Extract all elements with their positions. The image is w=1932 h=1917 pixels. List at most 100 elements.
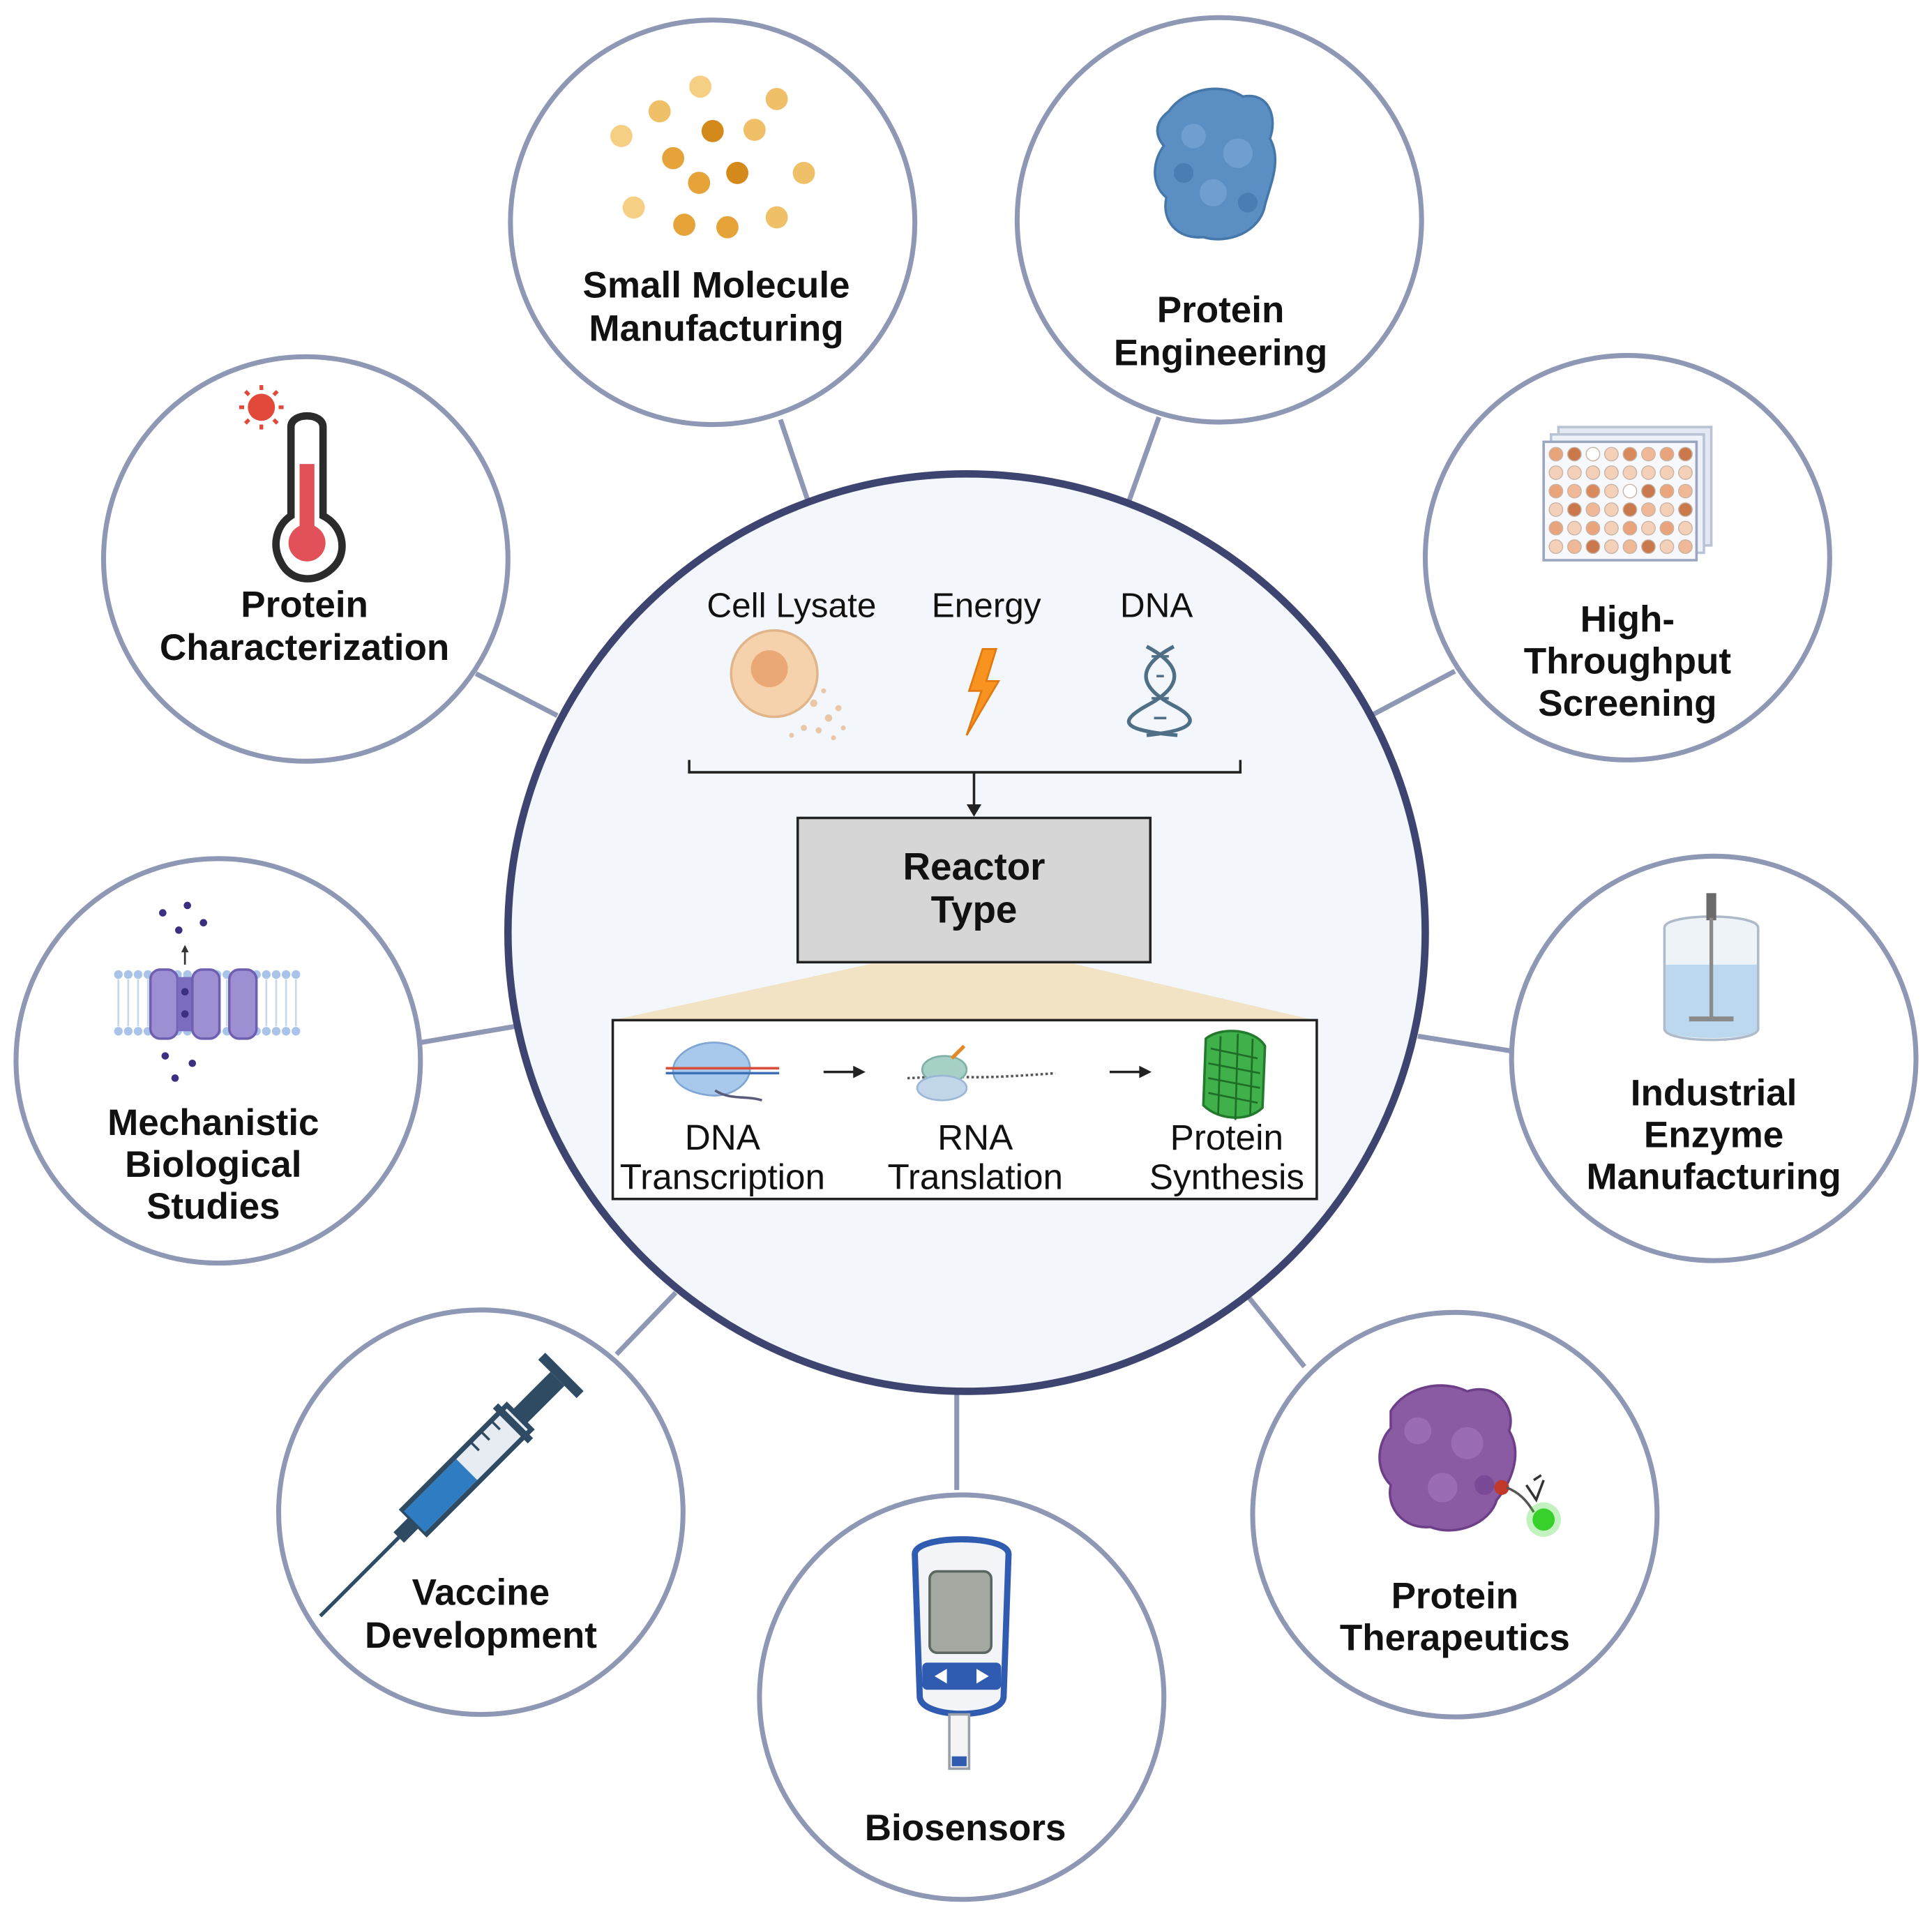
well	[1603, 502, 1619, 517]
well	[1567, 539, 1582, 555]
well	[1640, 446, 1656, 462]
well	[1678, 539, 1693, 555]
well	[1603, 446, 1619, 462]
well	[1603, 520, 1619, 536]
lipid-head	[114, 970, 123, 979]
app-label-small-molecule-1: Small Molecule	[583, 265, 850, 306]
arrow-down-icon	[966, 804, 982, 817]
lipid-head	[271, 1027, 281, 1036]
lightning-icon	[965, 647, 1001, 736]
well	[1548, 483, 1564, 499]
lipid-head	[292, 1027, 301, 1036]
app-label-vaccine-1: Vaccine	[412, 1572, 550, 1613]
app-label-protein-therapeutics-1: Protein	[1391, 1576, 1519, 1617]
app-label-protein-engineering-2: Engineering	[1114, 333, 1327, 374]
step-label-transcription-2: Transcription	[620, 1157, 825, 1197]
well	[1548, 465, 1564, 480]
reactor-zoom-funnel	[612, 963, 1315, 1021]
well	[1567, 465, 1582, 480]
step-arrow-2	[1109, 1065, 1152, 1078]
well	[1659, 520, 1675, 536]
well	[1659, 446, 1675, 462]
well	[1548, 520, 1564, 536]
glucose-meter-icon	[912, 1536, 1012, 1771]
green-protein-icon	[1202, 1030, 1267, 1120]
well	[1678, 502, 1693, 517]
therapeutic-protein-icon	[1378, 1384, 1561, 1538]
step-arrow-1	[823, 1065, 866, 1078]
app-circle-industrial-enzyme	[1509, 853, 1919, 1263]
well	[1659, 539, 1675, 555]
app-label-small-molecule-2: Manufacturing	[589, 308, 843, 349]
well	[1622, 502, 1638, 517]
app-label-protein-characterization-2: Characterization	[160, 627, 449, 668]
lipid-head	[262, 1027, 271, 1036]
lipid-head	[133, 970, 143, 979]
sun-icon	[239, 385, 284, 430]
well	[1567, 446, 1582, 462]
well	[1603, 465, 1619, 480]
well	[1640, 483, 1656, 499]
well	[1585, 502, 1601, 517]
lipid-head	[262, 970, 271, 979]
well	[1622, 520, 1638, 536]
well	[1678, 446, 1693, 462]
reactor-label-line2: Type	[931, 888, 1018, 931]
well	[1548, 446, 1564, 462]
transcription-icon	[665, 1042, 780, 1102]
well	[1567, 520, 1582, 536]
bioreactor-icon	[1663, 893, 1760, 1042]
well	[1603, 483, 1619, 499]
well	[1678, 483, 1693, 499]
small-molecules-icon	[610, 75, 815, 239]
well	[1585, 446, 1601, 462]
well	[1567, 483, 1582, 499]
lipid-head	[281, 970, 291, 979]
input-label-cell-lysate: Cell Lysate	[707, 586, 876, 624]
connector-lines	[421, 416, 1512, 1490]
app-circle-vaccine	[276, 1307, 686, 1717]
well	[1585, 465, 1601, 480]
lipid-head	[183, 970, 192, 979]
well	[1585, 539, 1601, 555]
app-label-mechanistic-1: Mechanistic	[107, 1102, 319, 1143]
well	[1640, 539, 1656, 555]
app-label-high-throughput-2: Throughput	[1524, 641, 1731, 682]
well	[1640, 465, 1656, 480]
well	[1548, 502, 1564, 517]
well	[1659, 483, 1675, 499]
well	[1622, 465, 1638, 480]
well	[1640, 520, 1656, 536]
app-label-vaccine-2: Development	[365, 1615, 597, 1656]
app-label-high-throughput-1: High-	[1580, 599, 1675, 640]
app-label-industrial-enzyme-2: Enzyme	[1644, 1114, 1783, 1155]
well	[1659, 502, 1675, 517]
step-label-synthesis-1: Protein	[1170, 1118, 1283, 1157]
step-label-translation-1: RNA	[937, 1118, 1013, 1157]
well	[1622, 446, 1638, 462]
thermometer-icon	[239, 385, 346, 582]
app-label-protein-therapeutics-2: Therapeutics	[1340, 1618, 1570, 1659]
syringe-icon	[319, 1353, 584, 1618]
ribosome-icon	[907, 1044, 1056, 1102]
app-label-protein-characterization-1: Protein	[241, 584, 368, 625]
well-grid	[1548, 446, 1693, 555]
input-label-energy: Energy	[932, 586, 1041, 624]
well	[1585, 520, 1601, 536]
step-label-transcription-1: DNA	[685, 1118, 761, 1157]
app-label-industrial-enzyme-3: Manufacturing	[1587, 1157, 1841, 1198]
app-label-biosensors: Biosensors	[865, 1807, 1066, 1849]
membrane-channel-icon	[114, 901, 301, 1082]
lipid-head	[281, 1027, 291, 1036]
well	[1622, 483, 1638, 499]
protein-structure-icon	[1154, 87, 1277, 241]
well	[1678, 520, 1693, 536]
reactor-label-line1: Reactor	[903, 845, 1045, 888]
well	[1640, 502, 1656, 517]
well	[1548, 539, 1564, 555]
app-label-protein-engineering-1: Protein	[1157, 290, 1285, 331]
well	[1585, 483, 1601, 499]
center-panel: Cell Lysate Energy DNA	[504, 469, 1429, 1395]
input-label-dna: DNA	[1120, 586, 1193, 624]
input-bracket	[688, 760, 1242, 809]
